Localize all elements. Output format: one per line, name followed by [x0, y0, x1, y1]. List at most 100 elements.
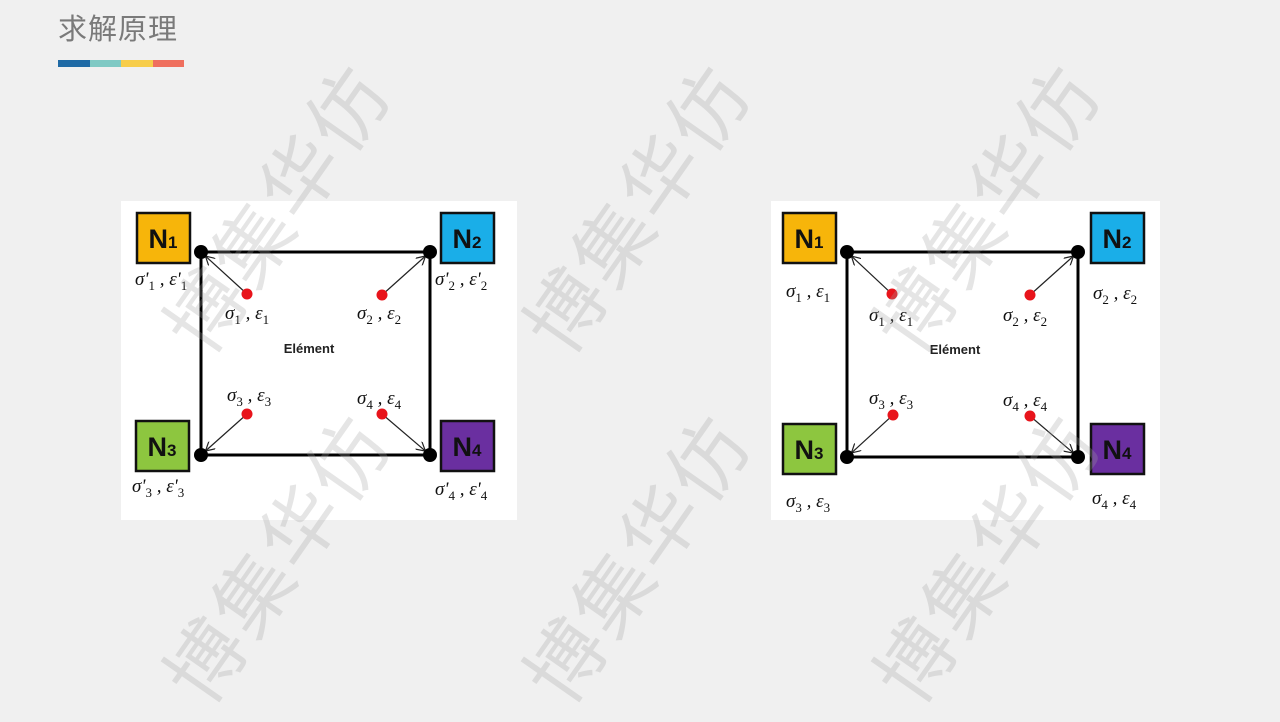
node-letter: N [453, 432, 473, 462]
watermark: 博集华仿 [508, 399, 771, 721]
symbol: , [155, 269, 169, 290]
node-value-label-1: σ'1 , ε'1 [135, 269, 187, 293]
element-label: Elément [930, 342, 981, 357]
subscript: 4 [1012, 399, 1019, 414]
subscript: 4 [366, 397, 373, 412]
symbol: σ [786, 491, 796, 512]
gauss-value-label-1: σ1 , ε1 [225, 303, 269, 327]
subscript: 2 [395, 312, 402, 327]
symbol: σ [357, 303, 367, 324]
node-index: 1 [814, 233, 823, 252]
subscript: 1 [263, 312, 270, 327]
node-index: 4 [1122, 444, 1132, 463]
subscript: 4 [1101, 497, 1108, 512]
symbol: ε [1033, 390, 1041, 411]
symbol: σ' [435, 479, 449, 500]
symbol: , [373, 303, 387, 324]
accent-segment-yellow [121, 60, 153, 67]
symbol: σ [225, 303, 235, 324]
node-box-3 [781, 422, 838, 476]
symbol: , [1019, 390, 1033, 411]
node-value-label-3: σ3 , ε3 [786, 491, 830, 515]
subscript: 1 [824, 290, 831, 305]
subscript: 3 [907, 397, 914, 412]
symbol: σ [227, 385, 237, 406]
node-value-label-4: σ'4 , ε'4 [435, 479, 488, 503]
extrapolation-arrow [851, 256, 893, 295]
symbol: ε [1123, 283, 1131, 304]
node-label-1: N1 [795, 224, 824, 254]
node-letter: N [1103, 224, 1123, 254]
subscript: 1 [148, 278, 155, 293]
gauss-point-4 [376, 408, 388, 420]
node-index: 3 [167, 441, 176, 460]
node-index: 4 [472, 441, 482, 460]
symbol: , [455, 479, 469, 500]
symbol: ε [816, 281, 824, 302]
subscript: 2 [1102, 292, 1109, 307]
accent-segment-blue [58, 60, 90, 67]
symbol: ε [899, 305, 907, 326]
symbol: σ [1093, 283, 1103, 304]
symbol: ε' [469, 479, 481, 500]
node-value-label-2: σ'2 , ε'2 [435, 269, 487, 293]
symbol: ε' [469, 269, 481, 290]
symbol: ε [899, 388, 907, 409]
watermark: 博集华仿 [508, 49, 771, 371]
node-point-1 [194, 245, 208, 259]
node-label-2: N2 [1103, 224, 1132, 254]
symbol: , [802, 491, 816, 512]
node-point-3 [840, 450, 854, 464]
symbol: σ [1092, 488, 1102, 509]
node-box-3 [134, 419, 191, 473]
subscript: 2 [448, 278, 455, 293]
node-index: 3 [814, 444, 823, 463]
extrapolation-arrow [205, 413, 248, 451]
symbol: , [1109, 283, 1123, 304]
subscript: 1 [907, 314, 914, 329]
subscript: 4 [448, 488, 455, 503]
node-point-1 [840, 245, 854, 259]
symbol: σ [869, 305, 879, 326]
node-letter: N [148, 432, 168, 462]
node-label-4: N4 [1103, 435, 1133, 465]
node-box-1 [135, 211, 192, 265]
symbol: ε [387, 303, 395, 324]
node-label-1: N1 [149, 224, 178, 254]
node-label-3: N3 [795, 435, 824, 465]
accent-segment-teal [89, 60, 121, 67]
gauss-value-label-1: σ1 , ε1 [869, 305, 913, 329]
page-title: 求解原理 [58, 12, 179, 46]
subscript: 2 [1012, 314, 1019, 329]
node-box-4 [439, 419, 496, 473]
title-accent-bar [58, 60, 184, 67]
node-point-2 [423, 245, 437, 259]
subscript: 3 [795, 500, 802, 515]
gauss-point-3 [241, 408, 253, 420]
subscript: 4 [395, 397, 402, 412]
symbol: σ' [132, 476, 146, 497]
symbol: ε [1033, 305, 1041, 326]
node-box-2 [1089, 211, 1146, 265]
gauss-value-label-4: σ4 , ε4 [357, 388, 402, 412]
extrapolation-arrow [1029, 256, 1074, 296]
symbol: σ [357, 388, 367, 409]
symbol: , [1108, 488, 1122, 509]
node-point-2 [1071, 245, 1085, 259]
gauss-point-1 [241, 288, 253, 300]
node-letter: N [1103, 435, 1123, 465]
subscript: 1 [795, 290, 802, 305]
gauss-value-label-2: σ2 , ε2 [1003, 305, 1047, 329]
gauss-point-2 [1024, 289, 1036, 301]
extrapolation-arrow [381, 413, 425, 451]
gauss-value-label-3: σ3 , ε3 [869, 388, 913, 412]
subscript: 2 [1041, 314, 1048, 329]
subscript: 3 [145, 485, 152, 500]
symbol: ε [387, 388, 395, 409]
extrapolation-arrow [205, 256, 248, 295]
node-point-3 [194, 448, 208, 462]
symbol: , [885, 305, 899, 326]
